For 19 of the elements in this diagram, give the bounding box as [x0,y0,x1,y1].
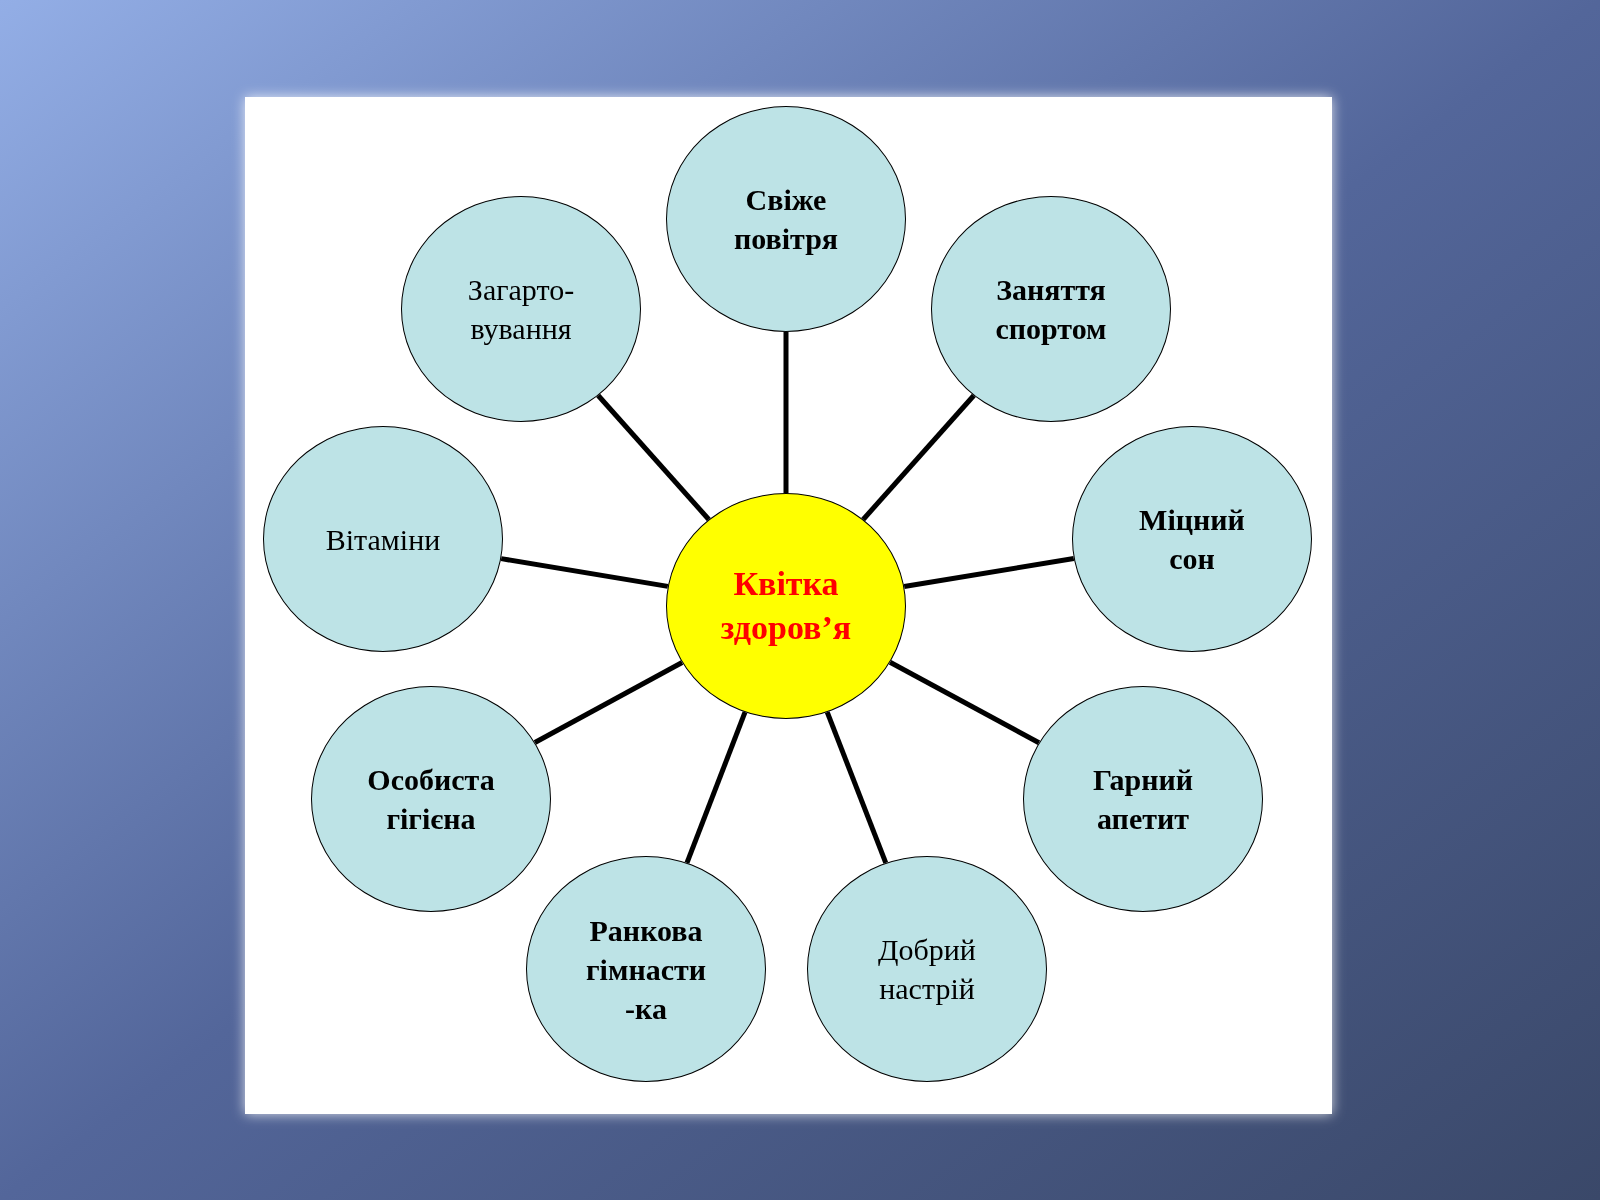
connector-line [596,393,711,522]
petal-label: Свіже повітря [732,182,840,257]
connector-line [824,711,889,864]
petal-label: Ранкова гімнасти -ка [585,912,707,1027]
connector-line [684,711,748,864]
petal-label: Загарто- вування [466,272,576,347]
connector-line [888,660,1041,745]
connector-line [861,393,976,522]
connector-line [500,556,669,589]
petal-label: Особиста гігієна [366,762,496,837]
connector-line [533,660,684,745]
petal-label: Добрий настрій [877,932,977,1007]
center-title: Квітка здоров’я [719,563,853,648]
connector-line [903,556,1075,589]
petal-label: Гарний апетит [1092,762,1194,837]
petal-label: Вітаміни [324,521,442,558]
petal-label: Міцний сон [1138,502,1246,577]
connector-line [783,332,789,493]
petal-label: Заняття спортом [994,272,1108,347]
